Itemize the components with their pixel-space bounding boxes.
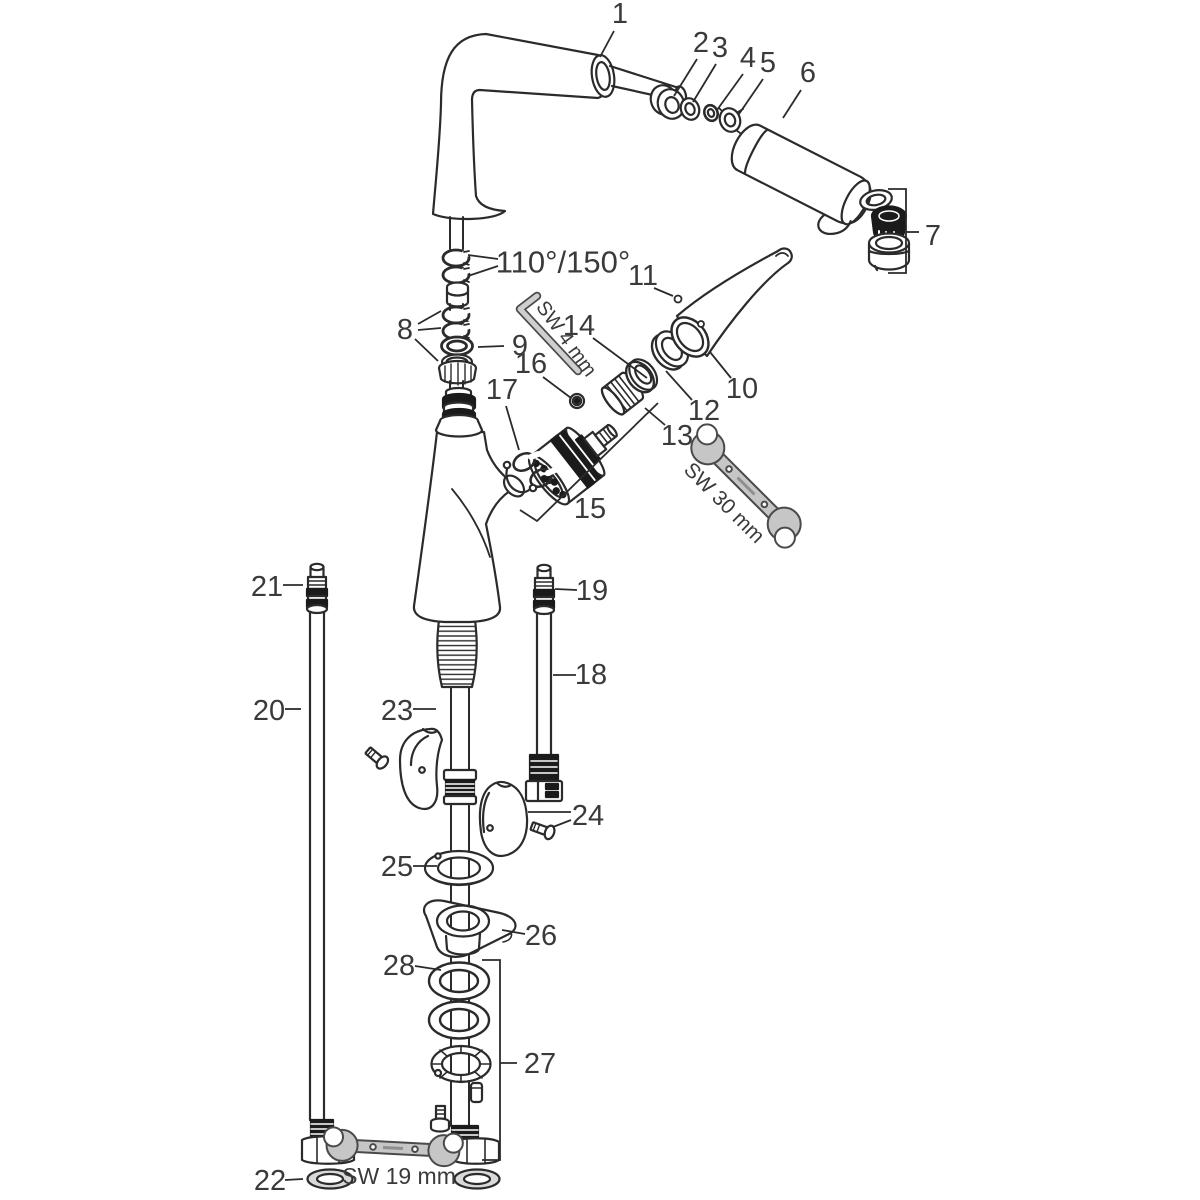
part-number-3: 3 xyxy=(712,32,728,64)
annotation-text-3: SW 19 mm xyxy=(342,1163,456,1189)
part-14-leader xyxy=(592,337,648,379)
part-10-leader xyxy=(709,351,732,379)
part-9-leader xyxy=(477,345,505,348)
part-number-13: 13 xyxy=(661,420,693,452)
part-number-2: 2 xyxy=(693,27,709,59)
part-19-leader xyxy=(554,588,578,591)
hose-nipple-part-2 xyxy=(649,84,686,120)
part-24-leader xyxy=(552,819,572,828)
part-number-28: 28 xyxy=(383,950,415,982)
spray-cone-part-10 xyxy=(670,247,793,358)
cover-shells-part-24 xyxy=(364,727,556,857)
swivel-clips-110-150 xyxy=(441,247,476,285)
escutcheon-part-26 xyxy=(422,899,517,958)
part-17-leader xyxy=(505,405,520,451)
part-number-23: 23 xyxy=(381,695,413,727)
part-number-1: 1 xyxy=(612,0,628,30)
part-number-4: 4 xyxy=(740,42,756,74)
wrench-sw19-tool xyxy=(323,1126,464,1168)
part-27-leader xyxy=(482,959,501,1161)
flange-part-25 xyxy=(423,849,495,887)
oring-part-9 xyxy=(440,335,474,357)
clip-set-part-8 xyxy=(441,304,476,341)
annotation-0-leader xyxy=(467,265,499,277)
part-7-leader xyxy=(888,188,907,274)
part-15-leader xyxy=(519,402,659,523)
mounting-nut-part-27 xyxy=(429,1044,501,1165)
part-number-19: 19 xyxy=(576,575,608,607)
hose-connector-part-19 xyxy=(532,563,556,616)
part-16-leader xyxy=(542,376,572,399)
retaining-clip-part-5 xyxy=(718,107,744,134)
washers-part-22 xyxy=(306,1168,501,1190)
part-number-12: 12 xyxy=(688,395,720,427)
part-12-leader xyxy=(665,370,693,401)
screw-part-16 xyxy=(568,392,586,410)
part-number-9: 9 xyxy=(512,330,528,362)
retainer-clips-part-17 xyxy=(502,451,558,494)
supply-hose-part-20 xyxy=(308,606,326,1122)
part-26-leader xyxy=(501,929,526,935)
mounting-screw xyxy=(429,1104,451,1133)
oring-part-28 xyxy=(427,961,491,1001)
part-number-8: 8 xyxy=(397,314,413,346)
part-13-leader xyxy=(644,407,666,426)
part-2-leader xyxy=(673,58,698,97)
part-1-leader xyxy=(599,30,615,58)
part-number-26: 26 xyxy=(525,920,557,952)
cover-screw-right xyxy=(529,821,556,841)
part-number-24: 24 xyxy=(572,800,604,832)
part-number-10: 10 xyxy=(726,373,758,405)
hose-connector-part-21 xyxy=(305,562,329,615)
part-number-17: 17 xyxy=(486,374,518,406)
part-number-22: 22 xyxy=(254,1165,286,1197)
spout-part-1 xyxy=(431,32,688,221)
mounting-stud xyxy=(469,1081,484,1104)
aerator-set-part-7 xyxy=(859,189,911,272)
part-8-leader xyxy=(417,310,442,325)
supply-hose-part-18 xyxy=(524,610,564,803)
part-4-leader xyxy=(716,73,744,111)
part-8-leader xyxy=(414,338,439,362)
part-28-leader xyxy=(414,965,442,971)
wrench-sw30-tool xyxy=(690,423,802,549)
oring-lower xyxy=(427,1000,491,1040)
part-number-6: 6 xyxy=(800,57,816,89)
part-3-leader xyxy=(692,63,717,103)
faucet-body xyxy=(412,430,526,624)
part-number-21: 21 xyxy=(251,571,283,603)
swivel-shaft-rings xyxy=(434,216,484,438)
part-number-25: 25 xyxy=(381,851,413,883)
part-number-18: 18 xyxy=(575,659,607,691)
part-number-14: 14 xyxy=(563,310,595,342)
part-5-leader xyxy=(738,78,764,115)
threaded-bellows xyxy=(436,611,478,689)
part-number-20: 20 xyxy=(253,695,285,727)
seal-ring-part-14 xyxy=(624,358,659,394)
part-22-leader xyxy=(284,1178,304,1181)
hex-key-sw4-tool xyxy=(515,291,583,376)
seal-part-3 xyxy=(679,97,701,121)
annotation-text-0: 110°/150° xyxy=(496,245,631,280)
part-number-5: 5 xyxy=(760,47,776,79)
part-6-leader xyxy=(782,89,802,119)
part-number-11: 11 xyxy=(628,260,658,292)
part-number-27: 27 xyxy=(524,1048,556,1080)
cover-screw-left xyxy=(364,746,390,770)
part-number-7: 7 xyxy=(925,220,941,252)
part-number-16: 16 xyxy=(515,348,547,380)
part-number-15: 15 xyxy=(574,493,606,525)
part-8-leader xyxy=(417,327,442,331)
screw-part-11 xyxy=(673,294,683,304)
part-11-leader xyxy=(653,287,674,297)
spray-head-part-6 xyxy=(730,123,872,236)
annotation-0-leader xyxy=(467,254,499,260)
oring-part-4 xyxy=(703,103,719,123)
